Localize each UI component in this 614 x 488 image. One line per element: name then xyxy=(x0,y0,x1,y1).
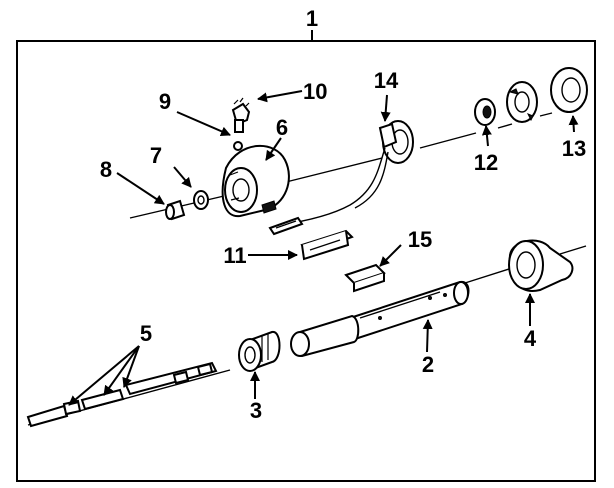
callout-2: 2 xyxy=(422,352,434,377)
callout-9: 9 xyxy=(159,89,171,114)
callout-7: 7 xyxy=(150,143,162,168)
callout-3: 3 xyxy=(250,398,262,423)
part-4-shroud xyxy=(508,239,574,292)
part-6-lock-housing xyxy=(221,145,290,218)
leader-arrows xyxy=(68,90,579,406)
callout-5: 5 xyxy=(140,321,152,346)
part-8-sleeve xyxy=(165,199,186,221)
part-12-ring-assembly xyxy=(474,81,538,126)
part-15-clip xyxy=(344,263,386,293)
part-5-shaft xyxy=(26,361,218,428)
callout-8: 8 xyxy=(100,157,112,182)
callout-10: 10 xyxy=(303,79,327,104)
part-2-column-jacket xyxy=(290,280,470,358)
callout-14: 14 xyxy=(374,68,399,93)
part-7-washer xyxy=(193,190,209,210)
part-bracket-upper xyxy=(268,216,304,236)
callout-15: 15 xyxy=(408,227,432,252)
callout-11: 11 xyxy=(223,243,246,268)
callout-12: 12 xyxy=(474,150,498,175)
callout-13: 13 xyxy=(562,136,586,161)
part-3-bearing xyxy=(238,331,281,372)
part-9-screw xyxy=(231,97,251,151)
part-14-turn-signal-switch xyxy=(279,120,414,226)
part-11-bracket xyxy=(300,229,354,261)
callout-4: 4 xyxy=(524,326,537,351)
callout-1: 1 xyxy=(306,6,318,31)
part-13-cover-plate xyxy=(550,67,588,113)
callout-6: 6 xyxy=(276,115,288,140)
frame-border xyxy=(16,40,596,482)
